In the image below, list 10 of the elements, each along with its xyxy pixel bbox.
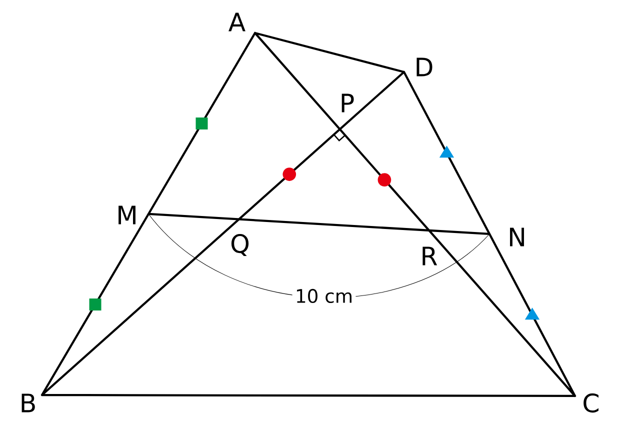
point-label: M: [118, 206, 136, 224]
point-label: D: [416, 58, 432, 76]
point-label: B: [22, 394, 35, 412]
point-label: N: [510, 228, 524, 246]
point-label: R: [422, 246, 438, 266]
point-label: 10 cm: [292, 286, 356, 306]
point-label: C: [584, 393, 598, 413]
point-label: P: [342, 94, 354, 112]
point-label: Q: [231, 234, 249, 256]
point-label: A: [228, 12, 246, 32]
